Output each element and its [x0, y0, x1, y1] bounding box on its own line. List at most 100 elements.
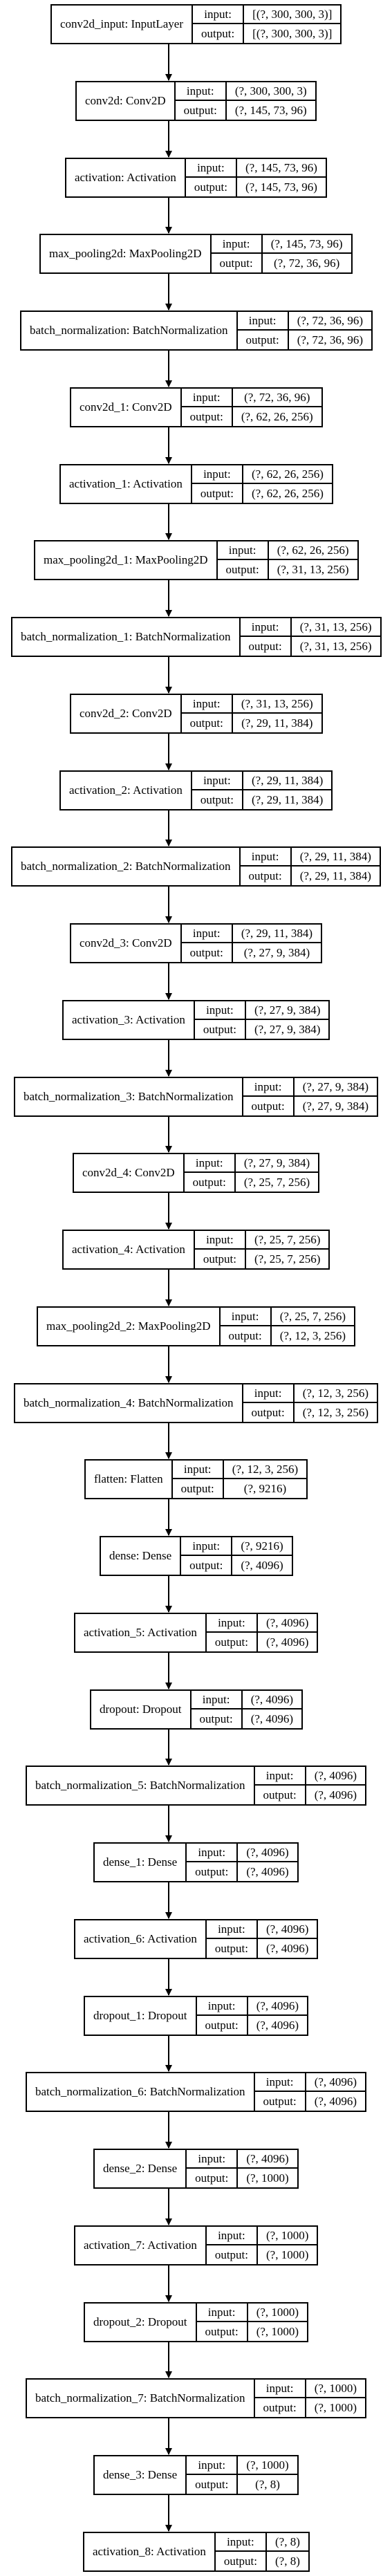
output-shape: (?, 8)	[255, 2477, 280, 2491]
layer-io-table: input:(?, 1000)output:(?, 1000)	[206, 2227, 317, 2264]
input-shape: (?, 12, 3, 256)	[294, 1384, 377, 1403]
output-shape: (?, 1000)	[246, 2171, 289, 2185]
output-label: output:	[221, 1326, 272, 1345]
input-label: input:	[175, 82, 227, 101]
output-label: output:	[195, 1250, 246, 1268]
layer-io-table: input:(?, 25, 7, 256)output:(?, 25, 7, 2…	[194, 1231, 329, 1268]
layer-name: activation_2: Activation	[61, 772, 192, 809]
output-shape: (?, 9216)	[243, 1481, 287, 1495]
output-label: output:	[182, 943, 233, 962]
input-shape: (?, 25, 7, 256)	[246, 1231, 329, 1250]
input-label: input:	[181, 695, 233, 714]
output-label: output:	[187, 1862, 239, 1881]
input-label: input:	[254, 2380, 306, 2398]
input-shape: (?, 4096)	[258, 1614, 317, 1633]
layer-name: activation_3: Activation	[64, 1001, 195, 1039]
layer-name: activation_8: Activation	[84, 2533, 216, 2570]
layer-io-table: input:(?, 12, 3, 256)output:(?, 12, 3, 2…	[243, 1384, 377, 1422]
input-shape: (?, 31, 13, 256)	[291, 618, 380, 637]
layer-io-table: input:(?, 9216)output:(?, 4096)	[181, 1537, 292, 1575]
layer-name: activation_5: Activation	[75, 1614, 207, 1651]
input-label: input:	[192, 465, 243, 484]
layer-name: batch_normalization_4: BatchNormalizatio…	[15, 1384, 243, 1422]
layer-io-table: input:(?, 4096)output:(?, 4096)	[187, 1844, 297, 1881]
input-label: input:	[206, 2227, 258, 2245]
input-shape: [(?, 300, 300, 3)]	[244, 6, 341, 24]
layer-name: batch_normalization_5: BatchNormalizatio…	[27, 1767, 255, 1804]
input-shape: (?, 62, 26, 256)	[243, 465, 332, 484]
output-shape: (?, 62, 26, 256)	[252, 486, 324, 500]
input-shape: (?, 9216)	[232, 1537, 292, 1556]
output-shape: (?, 31, 13, 256)	[277, 562, 349, 576]
layer-name: conv2d_input: InputLayer	[52, 6, 193, 43]
input-shape: (?, 4096)	[238, 1844, 297, 1862]
layer-name: conv2d: Conv2D	[77, 82, 176, 120]
input-label: input:	[196, 1997, 248, 2016]
input-shape: (?, 27, 9, 384)	[235, 1154, 319, 1173]
input-label: input:	[181, 389, 233, 407]
layer-io-table: input:(?, 27, 9, 384)output:(?, 25, 7, 2…	[184, 1154, 319, 1192]
input-shape: (?, 29, 11, 384)	[243, 772, 332, 790]
layer-name: activation: Activation	[66, 159, 186, 196]
layer-node: batch_normalization_5: BatchNormalizatio…	[26, 1766, 367, 1806]
input-label: input:	[187, 1844, 239, 1862]
output-label: output:	[212, 254, 263, 272]
output-shape: (?, 4096)	[256, 2018, 299, 2032]
output-label: output:	[238, 331, 289, 349]
output-label: output:	[181, 1556, 233, 1575]
input-label: input:	[254, 1767, 306, 1786]
input-shape: (?, 145, 73, 96)	[237, 159, 326, 178]
layer-name: batch_normalization_1: BatchNormalizatio…	[12, 618, 241, 656]
layer-name: dense_2: Dense	[95, 2150, 187, 2187]
output-shape: (?, 4096)	[241, 1558, 283, 1572]
input-shape: (?, 29, 11, 384)	[232, 925, 321, 943]
output-label: output:	[187, 2169, 239, 2187]
layer-io-table: input:(?, 29, 11, 384)output:(?, 27, 9, …	[181, 925, 321, 962]
input-shape: (?, 12, 3, 256)	[223, 1461, 307, 1479]
output-shape: (?, 25, 7, 256)	[243, 1175, 310, 1189]
output-shape: (?, 145, 73, 96)	[245, 180, 317, 194]
input-label: input:	[184, 1154, 236, 1173]
output-shape: (?, 29, 11, 384)	[299, 869, 371, 882]
output-shape: (?, 12, 3, 256)	[302, 1405, 369, 1419]
layer-name: activation_6: Activation	[75, 1920, 207, 1958]
input-label: input:	[240, 618, 292, 637]
output-label: output:	[207, 2245, 258, 2264]
input-shape: (?, 1000)	[248, 2304, 308, 2322]
output-shape: (?, 4096)	[314, 2094, 357, 2108]
input-shape: (?, 25, 7, 256)	[271, 1308, 355, 1326]
layer-io-table: input:(?, 4096)output:(?, 4096)	[206, 1920, 317, 1958]
input-shape: (?, 72, 36, 96)	[232, 389, 321, 407]
output-label: output:	[173, 1479, 224, 1498]
input-label: input:	[187, 2456, 239, 2475]
output-label: output:	[241, 867, 292, 885]
output-shape: (?, 4096)	[266, 1941, 309, 1955]
input-label: input:	[211, 235, 263, 254]
output-label: output:	[241, 637, 292, 656]
layer-name: activation_4: Activation	[64, 1231, 195, 1268]
output-shape: (?, 4096)	[314, 1788, 357, 1801]
layer-node: batch_normalization_7: BatchNormalizatio…	[26, 2378, 367, 2418]
output-label: output:	[197, 2016, 248, 2035]
input-shape: (?, 8)	[267, 2533, 308, 2552]
input-shape: (?, 31, 13, 256)	[232, 695, 321, 714]
input-shape: (?, 4096)	[306, 1767, 366, 1786]
layer-io-table: input:(?, 145, 73, 96)output:(?, 145, 73…	[185, 159, 326, 196]
input-shape: (?, 72, 36, 96)	[288, 312, 372, 331]
layer-io-table: input:(?, 27, 9, 384)output:(?, 27, 9, 3…	[243, 1078, 377, 1115]
input-label: input:	[237, 312, 289, 331]
layer-name: flatten: Flatten	[86, 1461, 173, 1498]
